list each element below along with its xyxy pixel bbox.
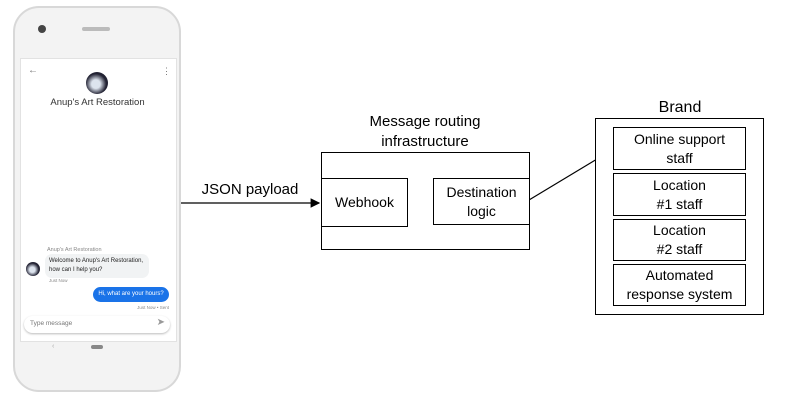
sender-name: Anup's Art Restoration (47, 247, 102, 253)
incoming-timestamp: Just Now (49, 278, 68, 283)
brand-item-location-1: Location #1 staff (613, 173, 746, 216)
nav-home-button[interactable] (91, 345, 103, 349)
destination-logic-box: Destination logic (433, 178, 530, 225)
brand-item-online-support: Online support staff (613, 127, 746, 170)
brand-label: Brand (658, 99, 702, 116)
message-input[interactable]: Type message ➤ (24, 316, 170, 333)
camera-icon (38, 25, 46, 33)
brand-item-automated-response: Automated response system (613, 264, 746, 306)
brand-avatar (86, 72, 108, 94)
incoming-message-bubble: Welcome to Anup's Art Restoration, how c… (45, 254, 149, 278)
conversation-title: Anup's Art Restoration (50, 97, 145, 108)
sender-avatar (26, 262, 40, 276)
send-icon[interactable]: ➤ (156, 317, 165, 328)
outgoing-message-bubble: Hi, what are your hours? (93, 287, 169, 302)
input-placeholder: Type message (30, 320, 73, 327)
back-arrow-icon[interactable]: ← (28, 65, 38, 76)
json-payload-label: JSON payload (201, 181, 299, 198)
brand-item-location-2: Location #2 staff (613, 219, 746, 261)
outgoing-timestamp: Just Now • Sent (137, 305, 169, 310)
nav-back-icon[interactable]: ‹ (52, 343, 55, 350)
infrastructure-label: Message routing infrastructure (369, 113, 481, 150)
more-menu-icon[interactable]: ⋮ (162, 66, 171, 76)
webhook-box: Webhook (321, 178, 408, 227)
speaker-grille (82, 27, 110, 31)
